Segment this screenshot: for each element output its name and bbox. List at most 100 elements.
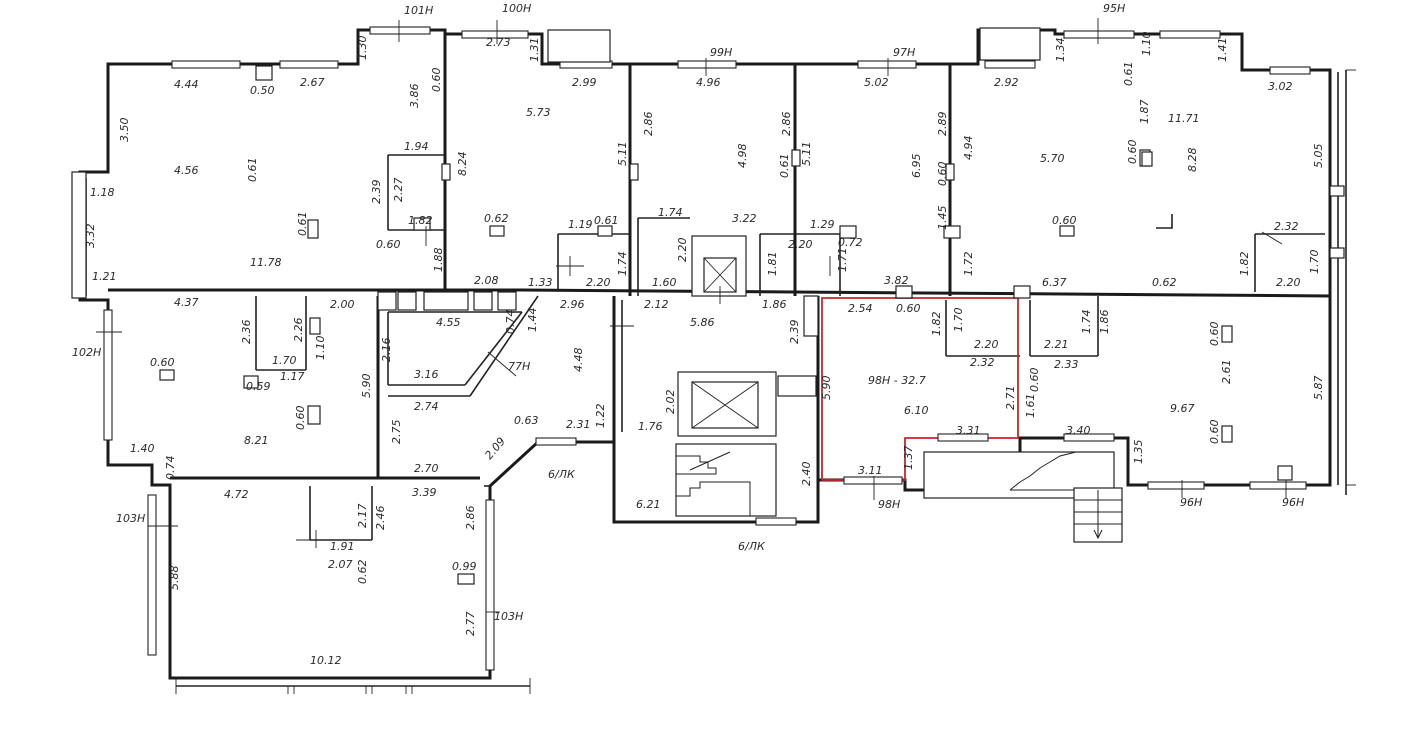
unit-label-6lk-bottom: 6/ЛК [738, 540, 766, 553]
dim-label: 0.60 [896, 302, 921, 315]
dim-label: 10.12 [310, 654, 342, 667]
dim-label: 2.00 [330, 298, 355, 311]
shafts-and-columns [159, 65, 1345, 585]
dim-label: 1.74 [1080, 310, 1093, 335]
dim-label: 3.82 [884, 274, 909, 287]
dim-label: 0.61 [296, 212, 309, 237]
dim-label: 3.39 [412, 486, 437, 499]
dim-label: 1.72 [962, 252, 975, 277]
dim-label: 1.74 [616, 252, 629, 277]
dim-label: 1.29 [810, 218, 835, 231]
dim-label: 2.20 [1276, 276, 1301, 289]
dim-label: 2.20 [586, 276, 611, 289]
dim-label: 1.45 [936, 206, 949, 231]
dimensions: 4.44 0.50 2.67 1.30 3.86 0.60 3.50 4.56 … [84, 32, 1325, 668]
dim-label: 1.81 [766, 252, 779, 277]
outer-walls [78, 28, 1347, 687]
unit-label-98n: 98Н [878, 498, 900, 511]
window [279, 60, 339, 69]
dim-label: 5.02 [864, 76, 889, 89]
dim-label: 3.02 [1268, 80, 1293, 93]
dim-label: 0.50 [250, 84, 275, 97]
dim-label: 1.31 [528, 38, 541, 63]
dim-label: 6.21 [636, 498, 661, 511]
dim-label: 0.60 [294, 406, 307, 431]
dim-label: 3.16 [414, 368, 439, 381]
lift-core [677, 235, 777, 437]
window [755, 517, 797, 526]
dim-label: 1.21 [92, 270, 117, 283]
dim-label: 4.94 [962, 136, 975, 161]
dim-label: 1.70 [1308, 250, 1321, 275]
dim-label: 3.40 [1066, 424, 1091, 437]
dim-label: 2.54 [848, 302, 873, 315]
dim-label: 2.89 [936, 112, 949, 137]
unit-label-100n: 100Н [502, 2, 531, 15]
dim-label: 0.60 [376, 238, 401, 251]
dim-label: 5.05 [1312, 144, 1325, 169]
dim-label: 5.87 [1312, 376, 1325, 401]
dim-label: 5.70 [1040, 152, 1065, 165]
dim-label: 2.40 [800, 462, 813, 487]
window [485, 499, 495, 671]
dim-label: 2.73 [486, 36, 511, 49]
stairs [675, 443, 1123, 543]
dim-label: 2.74 [414, 400, 439, 413]
dim-label: 11.71 [1168, 112, 1200, 125]
dim-label: 2.20 [788, 238, 813, 251]
window [1063, 433, 1115, 442]
dim-label: 1.35 [1132, 440, 1145, 465]
dim-label: 8.28 [1186, 148, 1199, 173]
dim-label: 2.71 [1004, 386, 1017, 411]
window [171, 60, 241, 69]
dim-label: 8.21 [244, 434, 269, 447]
dim-label: 0.60 [936, 162, 949, 187]
dim-label: 2.27 [392, 178, 405, 203]
dim-label: 2.09 [482, 435, 508, 462]
dim-label: 2.61 [1220, 360, 1233, 385]
unit-label-102n: 102Н [72, 346, 101, 359]
dim-label: 2.20 [974, 338, 999, 351]
unit-label-99n: 99Н [710, 46, 732, 59]
dim-label: 5.73 [526, 106, 551, 119]
dim-label: 0.74 [164, 456, 177, 481]
dim-label: 3.11 [858, 464, 883, 477]
dim-label: 1.17 [280, 370, 305, 383]
dim-label: 1.74 [658, 206, 683, 219]
dim-label: 2.99 [572, 76, 597, 89]
dim-label: 0.60 [150, 356, 175, 369]
dim-label: 2.39 [788, 320, 801, 345]
dim-label: 0.62 [1152, 276, 1177, 289]
dim-label: 1.60 [652, 276, 677, 289]
dim-label: 6.95 [910, 154, 923, 179]
dim-label: 0.60 [1208, 420, 1221, 445]
dim-label: 1.19 [568, 218, 593, 231]
dim-label: 1.61 [1024, 394, 1037, 419]
dim-label: 0.60 [1126, 140, 1139, 165]
dim-label: 1.94 [404, 140, 429, 153]
window [1063, 30, 1135, 39]
dim-label: 2.39 [370, 180, 383, 205]
unit-label-103n: 103Н [116, 512, 145, 525]
dim-label: 2.46 [374, 506, 387, 531]
dim-label: 1.86 [762, 298, 787, 311]
highlighted-unit-label: 98Н - 32.7 [868, 374, 926, 387]
dim-label: 1.88 [432, 248, 445, 273]
dim-label: 2.12 [644, 298, 669, 311]
window [1159, 30, 1221, 39]
dim-label: 1.33 [528, 276, 553, 289]
dim-label: 3.50 [118, 118, 131, 143]
dim-label: 1.70 [272, 354, 297, 367]
dim-label: 0.60 [1028, 368, 1041, 393]
dim-label: 2.16 [380, 338, 393, 363]
dim-label: 2.77 [464, 612, 477, 637]
dim-label: 0.61 [594, 214, 619, 227]
dim-label: 2.26 [292, 318, 305, 343]
dim-label: 1.10 [314, 336, 327, 361]
window [1249, 481, 1307, 490]
dim-label: 4.56 [174, 164, 199, 177]
dim-label: 2.67 [300, 76, 325, 89]
dim-label: 2.02 [664, 390, 677, 415]
dim-label: 1.18 [90, 186, 115, 199]
